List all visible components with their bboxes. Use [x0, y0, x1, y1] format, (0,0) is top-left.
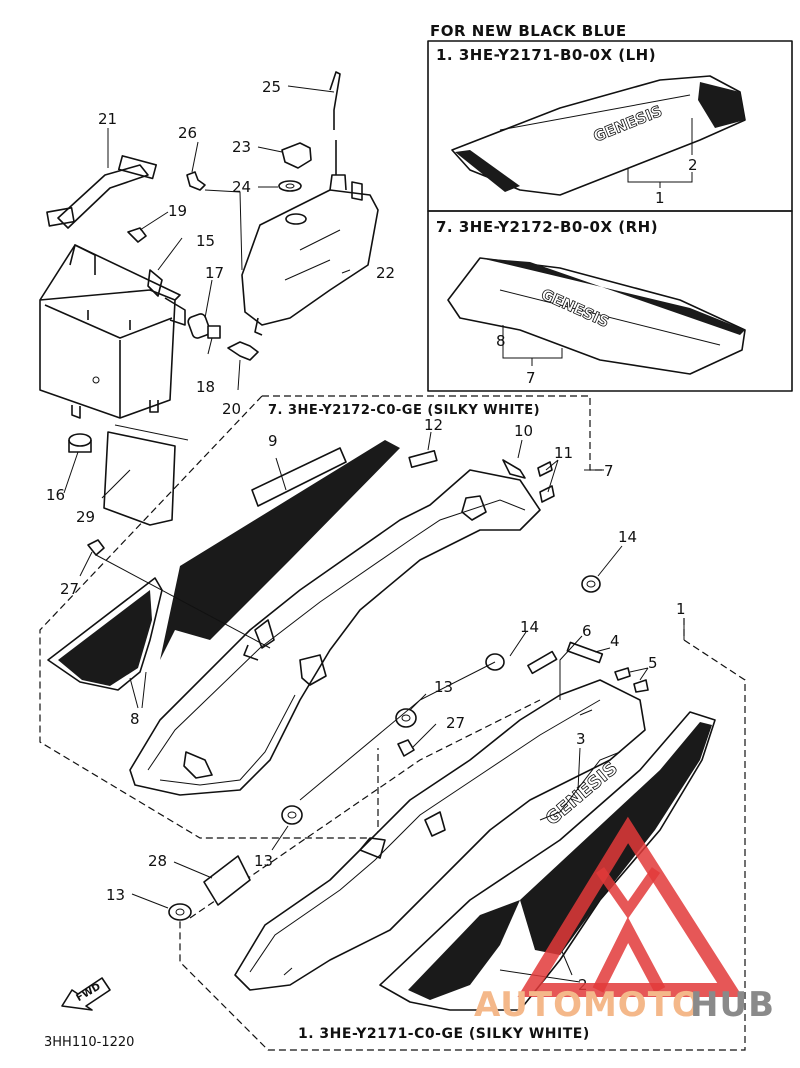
small-fasteners-upper	[127, 171, 259, 361]
callout-10: 10	[514, 422, 533, 440]
callout-8: 8	[130, 710, 140, 728]
for-new-heading: FOR NEW BLACK BLUE	[430, 22, 627, 40]
callout-18: 18	[196, 378, 215, 396]
inset-rh-side-cover: GENESIS 8 7	[447, 257, 746, 387]
logo-text-hub: HUB	[690, 985, 775, 1025]
rh-group-label: 7. 3HE-Y2172-C0-GE (SILKY WHITE)	[268, 403, 540, 418]
diagram-code: 3HH110-1220	[44, 1035, 134, 1050]
callout-23: 23	[232, 138, 251, 156]
callout-16: 16	[46, 486, 65, 504]
callout-27-lower: 27	[446, 714, 465, 732]
lh-group-inner-edge	[189, 699, 541, 919]
reservoir-hose	[329, 71, 341, 175]
inset-box-rh	[427, 210, 793, 392]
reservoir-tank	[241, 174, 379, 336]
callout-7: 7	[604, 462, 614, 480]
inset-lh-title: 1. 3HE-Y2171-B0-0X (LH)	[436, 46, 656, 64]
callout-25: 25	[262, 78, 281, 96]
callout-12: 12	[424, 416, 443, 434]
inset-rh-callout-7: 7	[526, 369, 536, 387]
callout-4: 4	[610, 632, 620, 650]
rh-group-border-left	[39, 395, 378, 839]
inset-lh-callout-1: 1	[655, 189, 665, 207]
callout-13-c: 13	[106, 886, 125, 904]
reservoir-cap	[278, 142, 312, 192]
callout-5: 5	[648, 654, 658, 672]
callout-26: 26	[178, 124, 197, 142]
callout-6: 6	[582, 622, 592, 640]
callout-13-b: 13	[254, 852, 273, 870]
clips-lh	[168, 641, 649, 921]
callout-19: 19	[168, 202, 187, 220]
inset-lh-side-cover: GENESIS 2 1	[451, 75, 746, 207]
lh-group-label: 1. 3HE-Y2171-C0-GE (SILKY WHITE)	[298, 1026, 590, 1042]
callout-22: 22	[376, 264, 395, 282]
automotohub-logo: AUTOMOTO HUB	[474, 816, 775, 1025]
clips-rh	[87, 450, 601, 593]
battery-strap	[46, 155, 157, 229]
callout-13-a: 13	[434, 678, 453, 696]
inset-rh-callout-8: 8	[496, 332, 506, 350]
callout-20: 20	[222, 400, 241, 418]
callout-9: 9	[268, 432, 278, 450]
decal-strip-9	[251, 447, 347, 507]
callout-29: 29	[76, 508, 95, 526]
callout-11: 11	[554, 444, 573, 462]
fwd-arrow: FWD	[61, 977, 111, 1011]
rh-frame-cover	[129, 469, 541, 796]
callout-21: 21	[98, 110, 117, 128]
rubber-parts-left	[68, 431, 176, 526]
battery-box	[39, 244, 186, 419]
callout-17: 17	[205, 264, 224, 282]
leaders-middle	[79, 431, 623, 709]
callout-28: 28	[148, 852, 167, 870]
callout-24: 24	[232, 178, 251, 196]
callout-15: 15	[196, 232, 215, 250]
lh-frame-cover	[234, 679, 646, 991]
callout-27-upper: 27	[60, 580, 79, 598]
callout-14-lower: 14	[520, 618, 539, 636]
inset-lh-callout-2: 2	[688, 156, 698, 174]
callout-3: 3	[576, 730, 586, 748]
callout-14-upper: 14	[618, 528, 637, 546]
rh-side-panel	[47, 440, 400, 691]
leaders-upper	[63, 85, 351, 499]
logo-text-automoto: AUTOMOTO	[474, 985, 702, 1025]
callout-1: 1	[676, 600, 686, 618]
inset-rh-title: 7. 3HE-Y2172-B0-0X (RH)	[436, 218, 658, 236]
